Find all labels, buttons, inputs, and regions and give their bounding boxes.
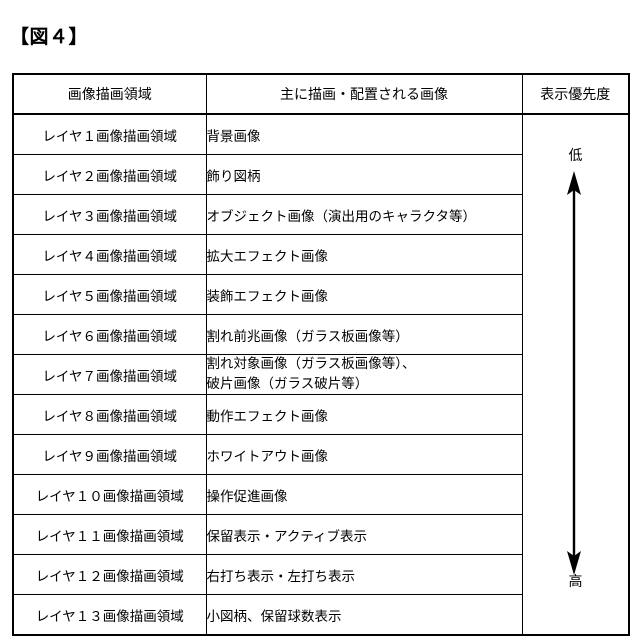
column-header-drawing-area: 画像描画領域: [12, 73, 207, 115]
cell-drawing-area: レイヤ１画像描画領域: [12, 113, 207, 155]
column-header-display-priority: 表示優先度: [521, 73, 630, 115]
cell-images: オブジェクト画像（演出用のキャラクタ等）: [205, 194, 523, 235]
table-row: レイヤ６画像描画領域割れ前兆画像（ガラス板画像等）: [12, 314, 629, 355]
cell-drawing-area: レイヤ３画像描画領域: [12, 194, 207, 235]
cell-images: 保留表示・アクティブ表示: [205, 514, 523, 556]
cell-drawing-area: レイヤ２画像描画領域: [12, 154, 207, 195]
cell-images: 割れ対象画像（ガラス板画像等）、破片画像（ガラス破片等）: [205, 353, 523, 396]
cell-drawing-area: レイヤ１０画像描画領域: [12, 474, 207, 516]
column-header-images: 主に描画・配置される画像: [205, 73, 523, 115]
table-row: レイヤ８画像描画領域動作エフェクト画像: [12, 394, 629, 436]
cell-images: 拡大エフェクト画像: [205, 234, 523, 275]
table-header-row: 画像描画領域 主に描画・配置される画像 表示優先度: [12, 73, 630, 115]
cell-display-priority: [521, 113, 630, 636]
cell-drawing-area: レイヤ４画像描画領域: [12, 234, 207, 275]
cell-images: 動作エフェクト画像: [205, 394, 523, 436]
cell-images: 操作促進画像: [205, 474, 523, 516]
table-row: レイヤ５画像描画領域装飾エフェクト画像: [12, 274, 629, 315]
figure-title: 【図４】: [10, 26, 89, 48]
table-row: レイヤ７画像描画領域割れ対象画像（ガラス板画像等）、破片画像（ガラス破片等）: [12, 353, 629, 396]
cell-drawing-area: レイヤ１２画像描画領域: [12, 554, 207, 596]
table-row: レイヤ１３画像描画領域小図柄、保留球数表示: [12, 594, 629, 636]
cell-images: 背景画像: [205, 113, 523, 155]
table-row: レイヤ９画像描画領域ホワイトアウト画像: [12, 434, 629, 476]
cell-images-line: 割れ対象画像（ガラス板画像等）、: [206, 356, 416, 372]
table-row: レイヤ１画像描画領域背景画像: [12, 113, 630, 636]
cell-drawing-area: レイヤ９画像描画領域: [12, 434, 207, 476]
cell-drawing-area: レイヤ５画像描画領域: [12, 274, 207, 315]
table-row: レイヤ１０画像描画領域操作促進画像: [12, 474, 629, 516]
table-row: レイヤ４画像描画領域拡大エフェクト画像: [12, 234, 629, 275]
cell-images: 飾り図柄: [205, 154, 523, 195]
cell-drawing-area: レイヤ１３画像描画領域: [12, 594, 207, 636]
table-body: レイヤ１画像描画領域背景画像レイヤ２画像描画領域飾り図柄レイヤ３画像描画領域オブ…: [12, 113, 630, 636]
cell-drawing-area: レイヤ１１画像描画領域: [12, 514, 207, 556]
cell-images: 装飾エフェクト画像: [205, 274, 523, 315]
cell-drawing-area: レイヤ６画像描画領域: [12, 314, 207, 355]
table-row: レイヤ１１画像描画領域保留表示・アクティブ表示: [12, 514, 629, 556]
layer-priority-table: 画像描画領域 主に描画・配置される画像 表示優先度 レイヤ１画像描画領域背景画像…: [12, 73, 630, 637]
cell-images-line: 破片画像（ガラス破片等）: [206, 375, 369, 392]
cell-images: 小図柄、保留球数表示: [205, 594, 523, 636]
cell-images: ホワイトアウト画像: [205, 434, 523, 476]
table-row: レイヤ３画像描画領域オブジェクト画像（演出用のキャラクタ等）: [12, 194, 629, 235]
cell-images: 右打ち表示・左打ち表示: [205, 554, 523, 596]
table-row: レイヤ１２画像描画領域右打ち表示・左打ち表示: [12, 554, 629, 596]
cell-drawing-area: レイヤ７画像描画領域: [12, 353, 207, 396]
cell-drawing-area: レイヤ８画像描画領域: [12, 394, 207, 436]
cell-images: 割れ前兆画像（ガラス板画像等）: [205, 314, 523, 355]
